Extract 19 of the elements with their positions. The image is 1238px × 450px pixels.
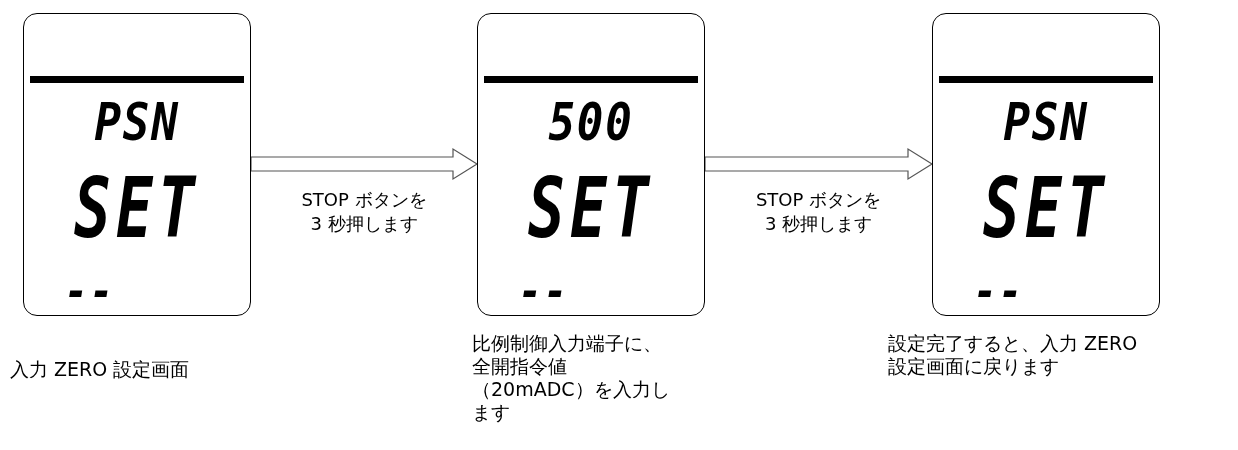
display-text: PSN xyxy=(93,96,181,148)
display-screen xyxy=(23,13,251,316)
display-text: PSN xyxy=(1002,96,1090,148)
display-screen xyxy=(932,13,1160,316)
node-label: 設定完了すると、入力 ZERO設定画面に戻ります xyxy=(888,332,1139,378)
edge-label: STOP ボタンを 3 秒押します xyxy=(300,188,428,236)
display-text: -- xyxy=(973,268,1024,314)
node-label: 入力 ZERO 設定画面 xyxy=(10,358,191,381)
display-screen xyxy=(477,13,705,316)
block-arrow xyxy=(704,147,934,181)
display-text: SET xyxy=(527,166,655,250)
display-text: -- xyxy=(64,268,115,314)
display-text: SET xyxy=(982,166,1110,250)
node-label: 比例制御入力端子に、全開指令値（20mADC）を入力します xyxy=(472,332,670,424)
display-text: -- xyxy=(518,268,569,314)
edge-label: STOP ボタンを 3 秒押します xyxy=(754,188,883,236)
display-text: SET xyxy=(73,166,201,250)
block-arrow xyxy=(250,147,479,181)
display-text: 500 xyxy=(547,96,635,148)
